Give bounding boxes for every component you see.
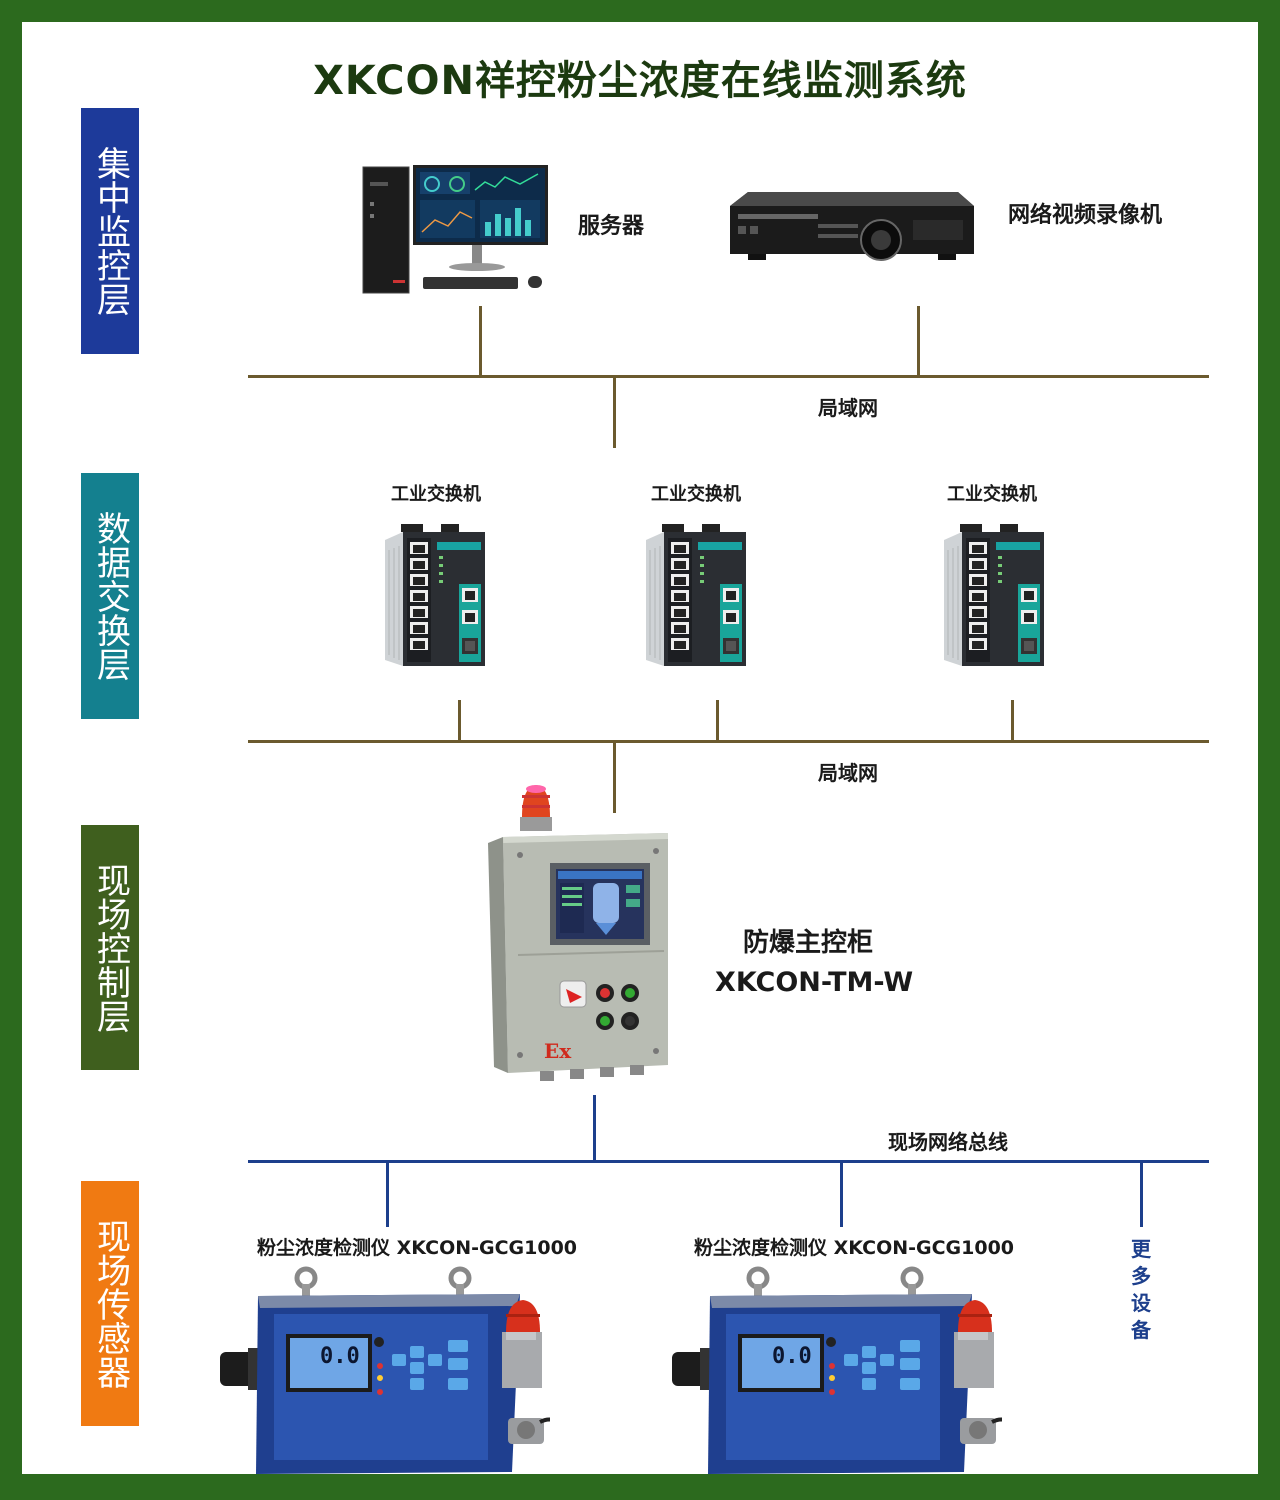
detector-label-1: 粉尘浓度检测仪 XKCON-GCG1000 xyxy=(257,1237,578,1259)
switch-label-1: 工业交换机 xyxy=(391,484,481,505)
server-label: 服务器 xyxy=(578,214,645,239)
layer-label: 现场控制层 xyxy=(90,862,131,1033)
nvr-image xyxy=(728,184,976,272)
switch-connector-3 xyxy=(1011,700,1014,741)
server-computer-image xyxy=(360,162,555,297)
more-devices-connector xyxy=(1140,1162,1143,1227)
lan-bus-top xyxy=(248,375,1209,378)
lcd-reading: 0.0 xyxy=(772,1344,812,1369)
server-connector xyxy=(479,306,482,376)
dust-detector-image-2: 0.0 xyxy=(672,1262,1019,1484)
detector-connector-2 xyxy=(840,1162,843,1227)
cabinet-name-label: 防爆主控柜 xyxy=(743,928,874,958)
industrial-switch-image-2 xyxy=(644,520,750,674)
switch-connector-1 xyxy=(458,700,461,741)
ex-mark: Ex xyxy=(544,1039,572,1063)
switch-label-3: 工业交换机 xyxy=(947,484,1037,505)
explosion-proof-cabinet-image: Ex xyxy=(478,775,688,1087)
nvr-connector xyxy=(917,306,920,376)
dust-detector-image-1: 0.0 xyxy=(220,1262,567,1484)
layer-field-control: 现场控制层 xyxy=(81,825,139,1070)
layer-field-sensor: 现场传感器 xyxy=(81,1181,139,1426)
cabinet-uplink-connector xyxy=(613,743,616,813)
layer-label: 数据交换层 xyxy=(90,511,131,681)
cabinet-bus-connector xyxy=(593,1095,596,1162)
lcd-reading: 0.0 xyxy=(320,1344,360,1369)
layer-label: 集中监控层 xyxy=(90,146,131,316)
detector-label-2: 粉尘浓度检测仪 XKCON-GCG1000 xyxy=(694,1237,1015,1259)
layer-label: 现场传感器 xyxy=(90,1218,131,1389)
switch-connector-2 xyxy=(716,700,719,741)
detector-connector-1 xyxy=(386,1162,389,1227)
lan-label-top: 局域网 xyxy=(818,396,878,420)
industrial-switch-image-3 xyxy=(942,520,1048,674)
switch-label-2: 工业交换机 xyxy=(651,484,741,505)
nvr-label: 网络视频录像机 xyxy=(1008,203,1163,228)
layer-central-monitoring: 集中监控层 xyxy=(81,108,139,354)
more-devices-label: 更多设备 xyxy=(1131,1237,1151,1342)
lan-bus-middle xyxy=(248,740,1209,743)
field-bus-label: 现场网络总线 xyxy=(888,1130,1008,1154)
layer-data-exchange: 数据交换层 xyxy=(81,473,139,719)
industrial-switch-image-1 xyxy=(383,520,489,674)
lan-uplink-connector xyxy=(613,378,616,448)
page-title: XKCON祥控粉尘浓度在线监测系统 xyxy=(313,58,967,104)
field-network-bus xyxy=(248,1160,1209,1163)
cabinet-model-label: XKCON-TM-W xyxy=(715,967,914,998)
lan-label-middle: 局域网 xyxy=(818,761,878,785)
